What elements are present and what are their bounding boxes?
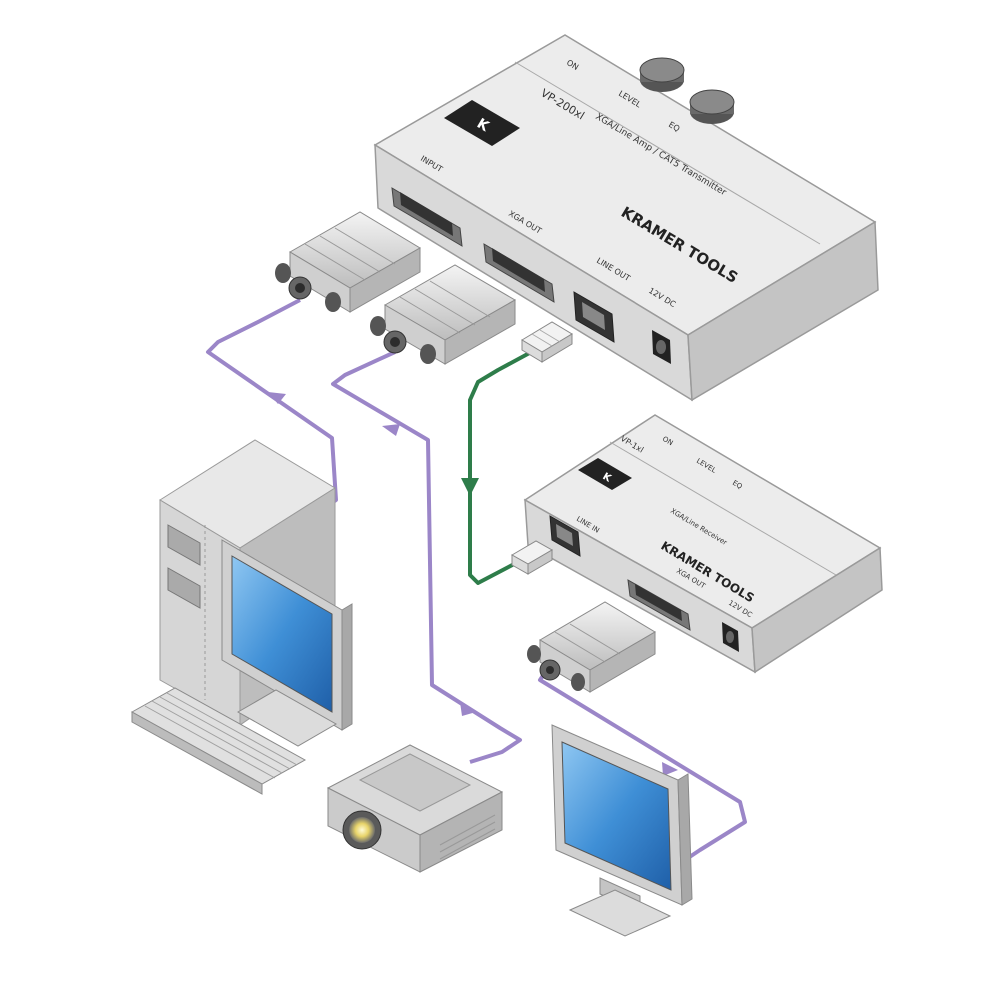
eq-knob[interactable] [689, 89, 735, 124]
cable-xga-out-to-projector [331, 350, 522, 764]
transmitter-device: K VP-200xl XGA/Line Amp / CAT5 Transmitt… [373, 34, 879, 402]
receiver-device: K VP-1xl XGA/Line Receiver KRAMER TOOLS … [523, 414, 883, 674]
arrow-icon [460, 702, 476, 716]
pc-monitor [221, 539, 353, 747]
display-screen [561, 741, 672, 891]
vga-plug-xga-out [370, 264, 516, 365]
drive-bay [167, 524, 201, 566]
xga-out-port[interactable] [483, 243, 555, 303]
power-jack[interactable] [652, 330, 671, 364]
input-port[interactable] [391, 187, 463, 247]
keyboard [130, 687, 307, 795]
receiver-xga-out-port[interactable] [627, 579, 691, 631]
receiver-line-in-rj45-port[interactable] [549, 515, 581, 557]
receiver-power-jack[interactable] [722, 622, 739, 652]
cable-receiver-to-monitor [538, 666, 747, 860]
cable-cat5-link [461, 348, 536, 585]
arrow-icon [382, 424, 400, 436]
vga-plug-input [275, 211, 421, 313]
cable-pc-to-input [206, 298, 338, 512]
level-knob[interactable] [639, 57, 685, 92]
projector [326, 744, 504, 873]
display-monitor [551, 724, 693, 937]
arrow-icon [662, 762, 678, 776]
arrow-icon [268, 392, 286, 404]
kramer-logo: K [444, 100, 520, 146]
line-out-rj45-port[interactable] [573, 291, 615, 343]
kramer-logo: K [578, 458, 632, 490]
rj45-plug-transmitter [521, 321, 573, 363]
rj45-plug-receiver [510, 540, 554, 575]
monitor-screen [231, 555, 333, 713]
vga-plug-receiver [527, 601, 656, 693]
arrow-icon [461, 478, 479, 496]
drive-bay [167, 567, 201, 609]
